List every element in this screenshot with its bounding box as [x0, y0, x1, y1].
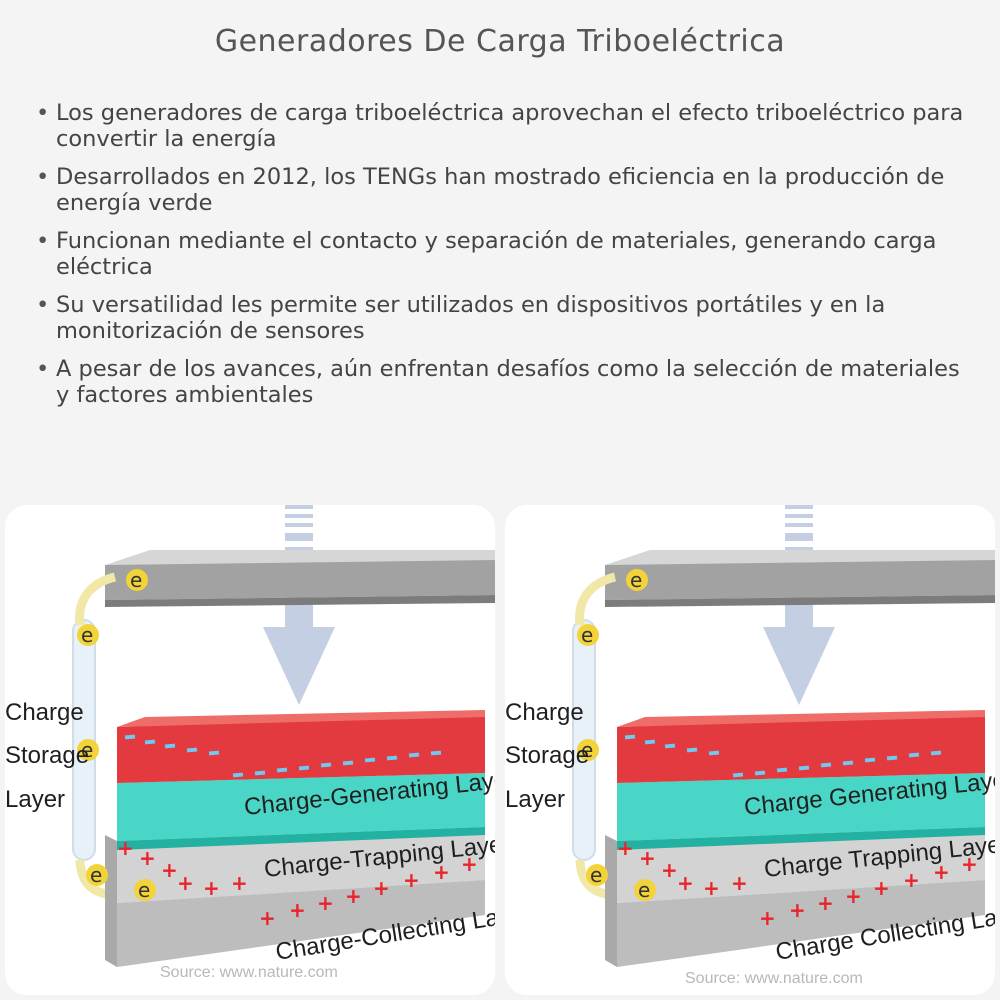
svg-text:+: +: [461, 852, 478, 876]
bullet-item: A pesar de los avances, aún enfrentan de…: [36, 356, 966, 408]
svg-text:+: +: [731, 871, 748, 895]
charge-trapping-layer: [117, 773, 485, 850]
svg-text:+: +: [345, 884, 362, 908]
teng-diagram-left: +++ +++ +++ +++ ++ e e e e e Charge-Gene…: [5, 505, 495, 981]
svg-text:+: +: [961, 852, 978, 876]
negative-charges: [124, 734, 442, 778]
electron-icons: e e e e e: [577, 568, 656, 902]
svg-text:+: +: [289, 898, 306, 922]
svg-text:+: +: [403, 868, 420, 892]
svg-text:+: +: [203, 876, 220, 900]
electron-label: e: [630, 568, 642, 592]
storage-label-line1: Charge: [5, 699, 84, 726]
electron-label: e: [81, 623, 93, 647]
diagram-panel-left: +++ +++ +++ +++ ++ e e e e e Charge-Gene…: [5, 505, 495, 995]
source-credit: Source: www.nature.com: [685, 970, 863, 987]
electron-label: e: [590, 863, 602, 887]
bullet-item: Su versatilidad les permite ser utilizad…: [36, 292, 966, 344]
svg-text:+: +: [117, 836, 134, 860]
charge-trapping-layer: [617, 773, 985, 850]
svg-text:+: +: [703, 876, 720, 900]
wire-top: [75, 572, 117, 626]
svg-text:+: +: [617, 836, 634, 860]
electron-label: e: [138, 878, 150, 902]
positive-charges: +++ +++ +++ +++ ++: [117, 836, 478, 930]
svg-text:+: +: [433, 860, 450, 884]
svg-text:+: +: [817, 891, 834, 915]
source-credit: Source: www.nature.com: [160, 964, 338, 981]
electron-label: e: [130, 568, 142, 592]
electron-label: e: [81, 738, 93, 762]
bullet-item: Desarrollados en 2012, los TENGs han mos…: [36, 164, 966, 216]
charge-generating-layer: [617, 710, 985, 783]
svg-text:+: +: [317, 891, 334, 915]
positive-charges: +++ +++ +++ +++ ++: [617, 836, 978, 930]
svg-text:+: +: [661, 858, 678, 882]
svg-text:+: +: [161, 858, 178, 882]
charge-generating-layer: [117, 710, 485, 783]
bullet-list: Los generadores de carga triboeléctrica …: [36, 100, 966, 420]
electron-label: e: [581, 623, 593, 647]
svg-text:+: +: [177, 871, 194, 895]
svg-text:+: +: [231, 871, 248, 895]
svg-text:+: +: [373, 876, 390, 900]
svg-text:+: +: [677, 871, 694, 895]
storage-label-line3: Layer: [5, 786, 65, 813]
top-plate: [105, 550, 495, 607]
storage-label-line2: Storage: [505, 742, 589, 769]
svg-text:+: +: [789, 898, 806, 922]
svg-text:+: +: [873, 876, 890, 900]
svg-text:+: +: [845, 884, 862, 908]
electron-label: e: [638, 878, 650, 902]
svg-text:+: +: [139, 846, 156, 870]
svg-text:+: +: [259, 906, 276, 930]
svg-text:+: +: [639, 846, 656, 870]
electron-label: e: [581, 738, 593, 762]
svg-text:+: +: [903, 868, 920, 892]
diagram-panel-right: +++ +++ +++ +++ ++ e e e e e Charge Gene…: [505, 505, 995, 995]
wire-top: [575, 572, 617, 626]
svg-text:+: +: [933, 860, 950, 884]
storage-label-line2: Storage: [5, 742, 89, 769]
page-title: Generadores De Carga Triboeléctrica: [214, 24, 786, 59]
negative-charges: [624, 734, 942, 778]
storage-label-line3: Layer: [505, 786, 565, 813]
storage-label-line1: Charge: [505, 699, 584, 726]
electron-label: e: [90, 863, 102, 887]
electron-icons: e e e e e: [77, 568, 156, 902]
top-plate: [605, 550, 995, 607]
svg-text:+: +: [759, 906, 776, 930]
teng-diagram-right: +++ +++ +++ +++ ++ e e e e e Charge Gene…: [505, 505, 995, 987]
bullet-item: Los generadores de carga triboeléctrica …: [36, 100, 966, 152]
bullet-item: Funcionan mediante el contacto y separac…: [36, 228, 966, 280]
